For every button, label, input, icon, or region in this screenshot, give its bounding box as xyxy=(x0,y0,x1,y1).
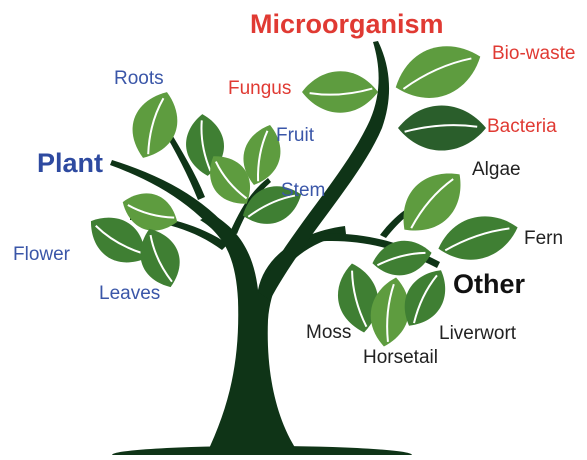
microorganism-item-bio-waste: Bio-waste xyxy=(492,44,575,63)
leaf-10 xyxy=(387,34,488,111)
plant-category-title: Plant xyxy=(37,150,103,177)
leaf-9 xyxy=(302,71,378,112)
leaf-blade xyxy=(398,105,486,150)
leaf-blade xyxy=(302,71,378,112)
microorganism-item-bacteria: Bacteria xyxy=(487,117,557,136)
microorganism-category-title: Microorganism xyxy=(250,11,444,38)
other-item-algae: Algae xyxy=(472,160,521,179)
other-category-title: Other xyxy=(453,271,525,298)
plant-item-flower: Flower xyxy=(13,245,70,264)
plant-item-fruit: Fruit xyxy=(276,126,314,145)
other-item-horsetail: Horsetail xyxy=(363,348,438,367)
plant-item-roots: Roots xyxy=(114,69,164,88)
plant-item-leaves: Leaves xyxy=(99,284,160,303)
leaf-11 xyxy=(398,105,486,150)
microorganism-item-fungus: Fungus xyxy=(228,79,291,98)
other-item-moss: Moss xyxy=(306,323,351,342)
other-item-liverwort: Liverwort xyxy=(439,324,516,343)
plant-item-stem: Stem xyxy=(281,181,325,200)
other-item-fern: Fern xyxy=(524,229,563,248)
leaf-blade xyxy=(387,34,488,111)
